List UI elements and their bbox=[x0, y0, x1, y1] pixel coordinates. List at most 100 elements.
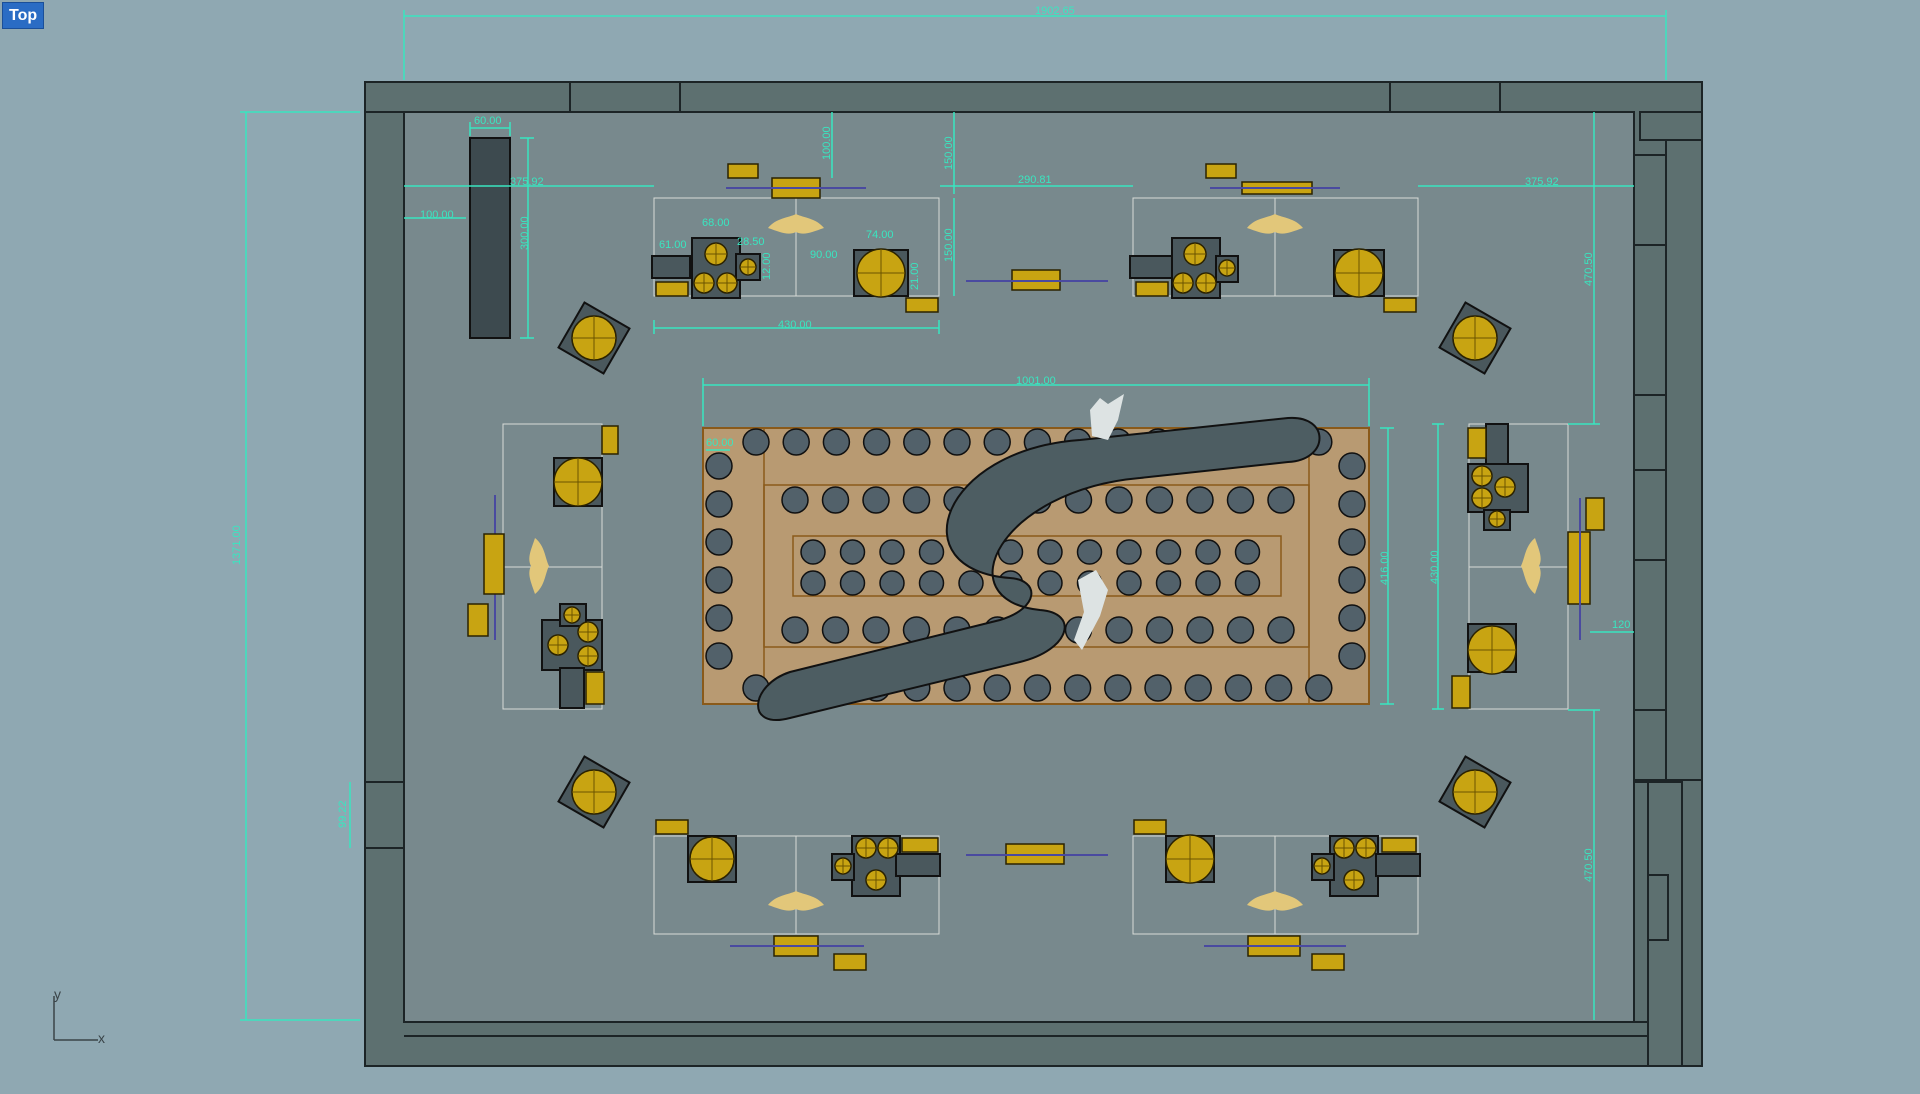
seat-stool bbox=[1145, 616, 1174, 644]
axis-indicator: y x bbox=[53, 986, 105, 1046]
display-box bbox=[651, 255, 691, 279]
seat-stool bbox=[1234, 570, 1261, 596]
seat-stool bbox=[983, 674, 1011, 702]
dimension-lines bbox=[240, 10, 1667, 1021]
seat-stool bbox=[705, 490, 733, 518]
seat-stool bbox=[902, 486, 931, 514]
display-box bbox=[895, 853, 941, 877]
lamp-sphere bbox=[571, 769, 617, 815]
seat-stool bbox=[1105, 486, 1133, 514]
dim-seat-g: 21.00 bbox=[909, 262, 921, 290]
seat-stool bbox=[862, 486, 890, 514]
statue-figure-bottom bbox=[1074, 570, 1108, 650]
dim-seat-c: 28.50 bbox=[737, 236, 765, 248]
dim-stage-width: 1001.00 bbox=[1016, 375, 1056, 387]
furniture-objects bbox=[467, 163, 1605, 971]
lamp-sphere bbox=[571, 315, 617, 361]
dim-stage-height: 416.00 bbox=[1379, 551, 1391, 585]
dim-overall-height: 1371.00 bbox=[231, 525, 243, 565]
seat-stool bbox=[705, 528, 733, 556]
dim-wall-offset-top: 100.00 bbox=[821, 126, 833, 160]
dim-shelf-height: 300.00 bbox=[519, 216, 531, 250]
dim-booth-width: 430.00 bbox=[778, 319, 812, 331]
seat-stool bbox=[781, 616, 809, 644]
lamp-sphere bbox=[1467, 625, 1517, 675]
seat-stool bbox=[1104, 674, 1132, 702]
axis-x-label: x bbox=[98, 1030, 105, 1046]
gold-block bbox=[1311, 953, 1345, 971]
gold-block bbox=[1585, 497, 1605, 531]
seat-stool bbox=[742, 428, 770, 456]
lamp-sphere bbox=[689, 836, 735, 882]
dim-shelf-width: 60.00 bbox=[474, 115, 502, 127]
gold-block bbox=[585, 671, 605, 705]
gold-block bbox=[1133, 819, 1167, 835]
seat-stool bbox=[781, 486, 809, 514]
seat-stool bbox=[1267, 616, 1295, 644]
lamp-sphere bbox=[563, 606, 581, 624]
dim-right-upper: 470.50 bbox=[1583, 252, 1595, 286]
lamp-sphere bbox=[1333, 837, 1355, 859]
lamp-sphere bbox=[856, 248, 906, 298]
gold-block bbox=[467, 603, 489, 637]
display-box bbox=[1129, 255, 1175, 279]
tall-shelf[interactable] bbox=[469, 137, 511, 339]
ornament bbox=[1247, 214, 1303, 234]
seat-stool bbox=[839, 539, 866, 565]
seat-stool bbox=[918, 539, 945, 565]
gold-block bbox=[1467, 427, 1487, 459]
seat-stool bbox=[705, 452, 733, 480]
seat-stool bbox=[1116, 570, 1142, 596]
axis-y-label: y bbox=[54, 986, 61, 1002]
lamp-sphere bbox=[1488, 510, 1506, 528]
dim-seat-a: 61.00 bbox=[659, 239, 687, 251]
seat-stool bbox=[958, 570, 984, 596]
dim-booth-side-height: 150.00 bbox=[943, 228, 955, 262]
seat-stool bbox=[903, 428, 931, 456]
lamp-sphere bbox=[855, 837, 877, 859]
seat-stool bbox=[1116, 539, 1142, 565]
curved-sofa[interactable] bbox=[757, 416, 1321, 721]
lamp-sphere bbox=[1494, 476, 1516, 498]
gold-block bbox=[727, 163, 759, 179]
seat-stool bbox=[943, 428, 971, 456]
lamp-sphere bbox=[577, 621, 599, 643]
seat-stool bbox=[1224, 674, 1253, 702]
lamp-sphere bbox=[1334, 248, 1384, 298]
lamp-sphere bbox=[716, 272, 738, 294]
seat-stool bbox=[705, 566, 733, 594]
gold-block bbox=[655, 819, 689, 835]
lamp-sphere bbox=[547, 634, 569, 656]
seat-stool bbox=[1195, 539, 1221, 565]
display-box bbox=[1375, 853, 1421, 877]
seat-stool bbox=[1305, 674, 1333, 702]
dim-right-gap: 375.92 bbox=[1525, 176, 1559, 188]
seat-stool bbox=[1076, 539, 1103, 565]
dim-booth-top-height: 150.00 bbox=[943, 136, 955, 170]
gold-block bbox=[483, 533, 505, 595]
lamp-sphere bbox=[1452, 769, 1498, 815]
seat-stool bbox=[1338, 490, 1366, 518]
dim-seat-e: 74.00 bbox=[866, 229, 894, 241]
gold-block bbox=[1381, 837, 1417, 853]
dim-stage-cell: 60.00 bbox=[706, 437, 734, 449]
viewport-label[interactable]: Top bbox=[2, 2, 45, 29]
seat-stool bbox=[839, 570, 866, 596]
lamp-sphere bbox=[865, 869, 887, 891]
lamp-sphere bbox=[1165, 834, 1215, 884]
ornament bbox=[768, 214, 824, 234]
seat-stool bbox=[1195, 570, 1221, 596]
seat-stool bbox=[1267, 486, 1295, 514]
dim-door-width: 99.22 bbox=[337, 800, 349, 828]
seat-stool bbox=[1338, 642, 1366, 670]
seat-stool bbox=[1155, 570, 1182, 596]
seat-stool bbox=[1338, 566, 1366, 594]
lamp-sphere bbox=[1343, 869, 1365, 891]
seat-stool bbox=[1063, 674, 1092, 702]
seat-stool bbox=[1338, 604, 1366, 632]
seat-stool bbox=[879, 539, 905, 565]
gold-block bbox=[1383, 297, 1417, 313]
seat-stool bbox=[1186, 616, 1214, 644]
seat-stool bbox=[862, 428, 891, 456]
